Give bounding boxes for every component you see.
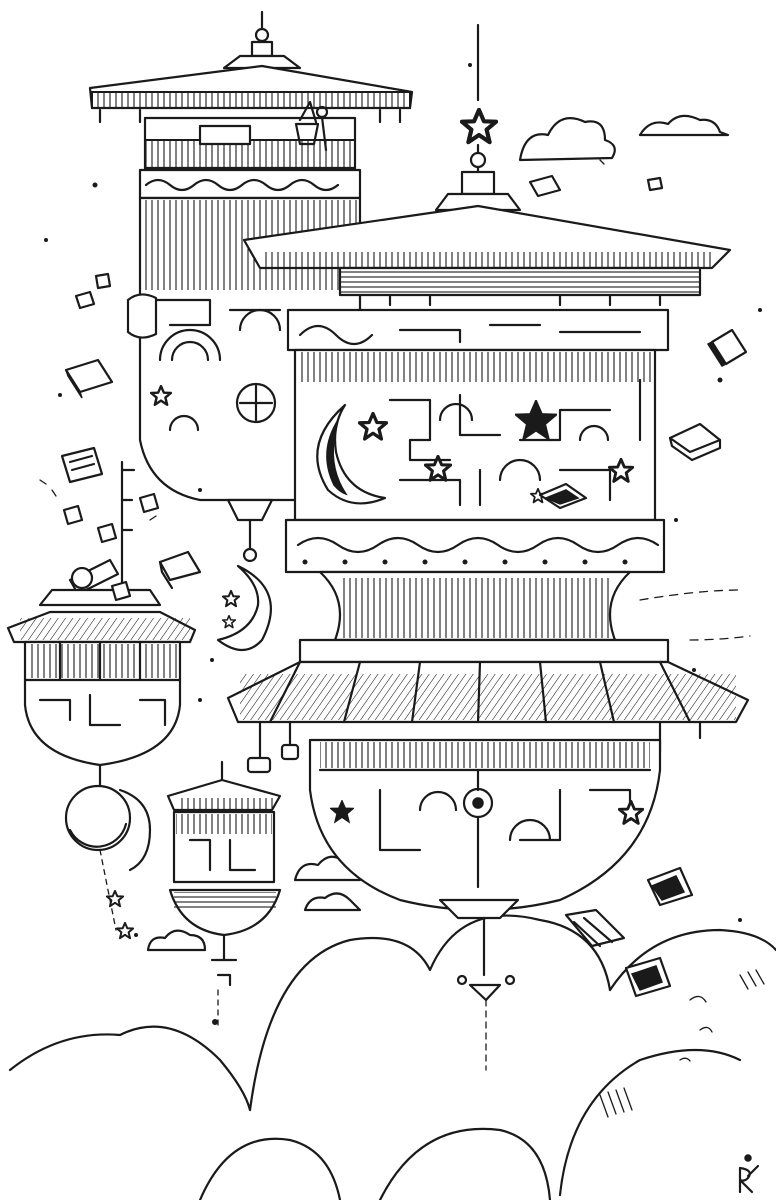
lantern-icon — [166, 760, 282, 1031]
crescent-moon-icon — [216, 564, 272, 652]
book-icon — [624, 956, 672, 998]
book-icon — [528, 174, 562, 198]
book-icon — [64, 358, 114, 399]
book-icon — [564, 908, 626, 948]
tower-back — [88, 10, 414, 563]
cloud-icon — [518, 117, 616, 162]
book-icon — [60, 446, 104, 484]
star-icon — [106, 890, 134, 940]
artist-signature — [738, 1154, 760, 1194]
star-icon — [462, 110, 496, 142]
star-dots — [44, 63, 762, 1025]
book-icon — [158, 550, 202, 590]
cloud-icon — [146, 892, 362, 952]
cloud-bank-bottom — [8, 914, 776, 1200]
crescent-moon-icon — [316, 403, 387, 505]
cloud-icon — [638, 114, 730, 137]
tower-main — [226, 23, 750, 1071]
star-icon — [222, 590, 240, 629]
book-icon — [646, 866, 694, 907]
book-icon — [668, 422, 722, 462]
book-icon — [538, 482, 588, 510]
scattered-paper-scraps — [39, 159, 751, 641]
book-icon — [706, 328, 748, 367]
tower-left — [6, 460, 197, 940]
